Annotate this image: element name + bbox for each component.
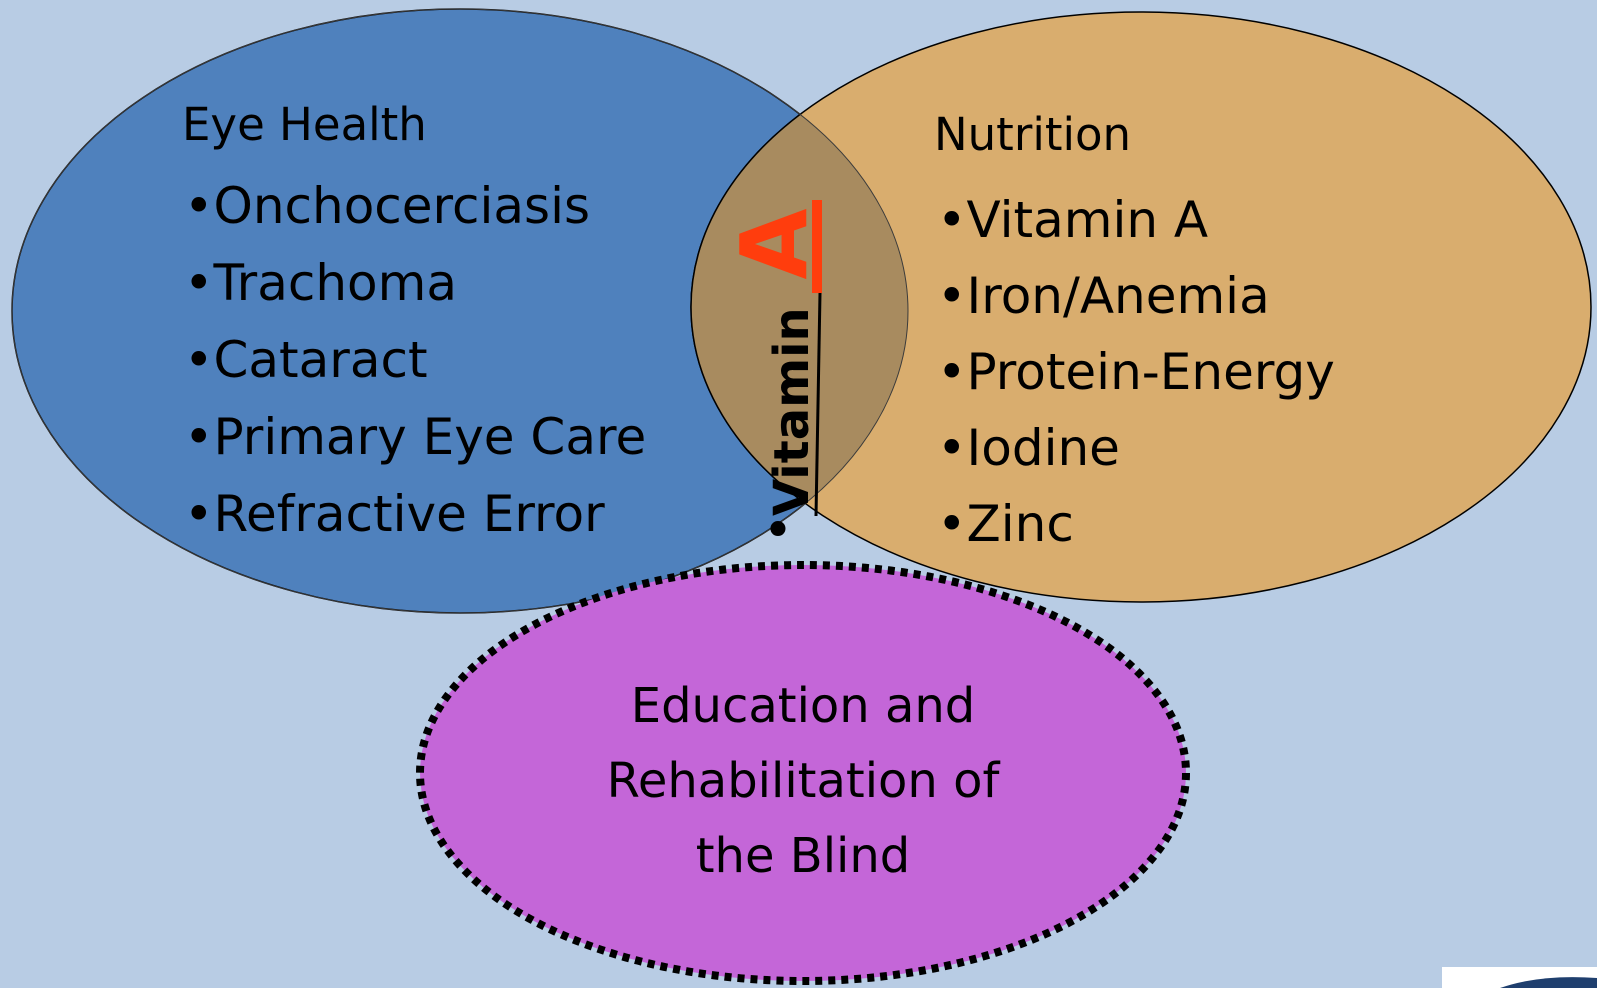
vitamin-label: Vitamin bbox=[764, 307, 820, 516]
education-circle bbox=[416, 561, 1190, 985]
education-line: Rehabilitation of bbox=[607, 753, 1001, 809]
vitamin-bullet: • bbox=[763, 501, 794, 561]
nutrition-title: Nutrition bbox=[934, 108, 1131, 161]
flag-bar bbox=[812, 200, 822, 293]
education-line: the Blind bbox=[696, 828, 911, 884]
nutrition-item: •Iron/Anemia bbox=[937, 267, 1270, 325]
eye-health-item: •Trachoma bbox=[184, 254, 457, 312]
flag-letter: A bbox=[721, 208, 828, 279]
nutrition-item: •Zinc bbox=[937, 495, 1074, 553]
nutrition-item: •Vitamin A bbox=[937, 191, 1208, 249]
eye-health-item: •Primary Eye Care bbox=[184, 408, 646, 466]
overlap-region bbox=[690, 11, 908, 603]
nutrition-item: •Iodine bbox=[937, 419, 1120, 477]
nutrition-item: •Protein-Energy bbox=[937, 343, 1335, 401]
eye-health-outline bbox=[11, 8, 909, 614]
eye-health-item: •Refractive Error bbox=[184, 485, 605, 543]
education-line: Education and bbox=[631, 678, 976, 734]
flag-pole bbox=[814, 292, 822, 517]
eye-health-item: •Cataract bbox=[184, 331, 428, 389]
eye-health-title: Eye Health bbox=[182, 98, 427, 151]
corner-decoration-curve bbox=[1500, 977, 1597, 988]
eye-health-item: •Onchocerciasis bbox=[184, 177, 590, 235]
